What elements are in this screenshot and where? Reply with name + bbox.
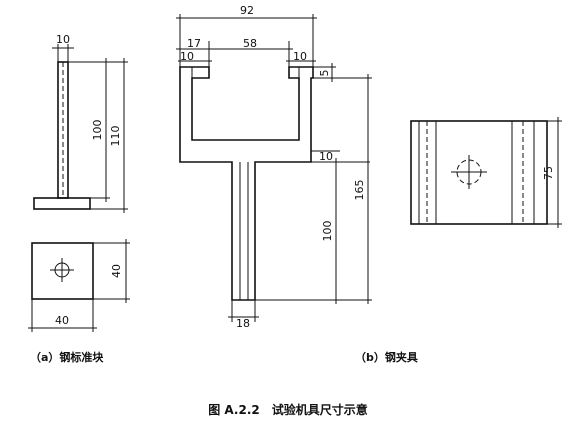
dim-b-lip-thickness: 5 (318, 70, 331, 77)
dim-b-side-height: 75 (542, 166, 555, 180)
caption-b: （b）钢夹具 (355, 350, 418, 364)
block-plan-square (31, 242, 94, 300)
dim-b-left-lip: 10 (180, 50, 194, 63)
steel-block-elevation: 10 100 110 (33, 33, 128, 213)
caption-a: （a）钢标准块 (30, 350, 104, 364)
steel-block-plan: 40 40 (28, 239, 130, 332)
dim-a-total-height: 110 (109, 126, 122, 147)
clamp-side-rect (410, 120, 548, 225)
dim-b-stem-height: 100 (321, 221, 334, 242)
dim-a-stem-width: 10 (56, 33, 70, 46)
dim-a-plan-side: 40 (110, 264, 123, 278)
figure-title: 图 A.2.2 试验机具尺寸示意 (208, 402, 368, 417)
clamp-outline (179, 66, 314, 301)
steel-clamp-elevation: 92 17 58 10 10 5 10 100 165 18 (176, 4, 372, 330)
dim-a-upper-height: 100 (91, 120, 104, 141)
steel-clamp-side: 75 (410, 117, 562, 228)
dim-b-total-width: 92 (240, 4, 254, 17)
dim-b-bottom-thickness: 10 (319, 150, 333, 163)
dim-b-total-height: 165 (353, 180, 366, 201)
dim-b-right-lip: 10 (293, 50, 307, 63)
dim-b-inner-width: 58 (243, 37, 257, 50)
block-base (33, 197, 91, 210)
dim-b-flange: 17 (187, 37, 201, 50)
dim-b-stem-width: 18 (236, 317, 250, 330)
dim-a-plan-width: 40 (55, 314, 69, 327)
